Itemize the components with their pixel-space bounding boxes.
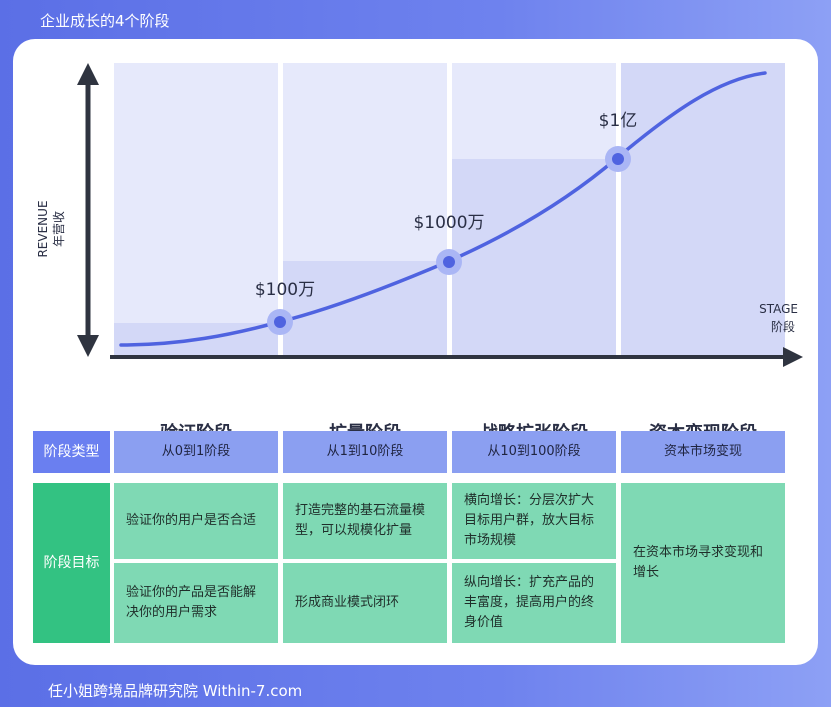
growth-chart: REVENUE 年营收 STAGE 阶段 $100万 $1000万 $1亿 xyxy=(36,63,803,367)
milestone-label-1: $100万 xyxy=(255,280,315,300)
goal-cell-3a: 横向增长：分层次扩大目标用户群，放大目标市场规模 xyxy=(452,483,616,559)
stage-fill-3 xyxy=(452,159,616,355)
y-axis-label-en: REVENUE xyxy=(36,200,50,257)
goal-cell-1a: 验证你的用户是否合适 xyxy=(114,483,278,559)
y-axis-label-zh: 年营收 xyxy=(52,211,66,247)
goal-row-header: 阶段目标 xyxy=(33,483,110,643)
stage-fill-4 xyxy=(621,63,785,355)
x-axis-arrow xyxy=(783,347,803,367)
milestone-3: $1亿 xyxy=(599,111,638,172)
type-cell-4: 资本市场变现 xyxy=(621,431,785,473)
milestone-label-3: $1亿 xyxy=(599,111,638,131)
type-cell-3: 从10到100阶段 xyxy=(452,431,616,473)
type-cell-1: 从0到1阶段 xyxy=(114,431,278,473)
y-axis-arrow-bottom xyxy=(77,335,99,357)
milestone-2: $1000万 xyxy=(413,213,485,275)
footer-brand: 任小姐跨境品牌研究院 Within-7.com xyxy=(48,682,303,700)
milestone-label-2: $1000万 xyxy=(413,213,484,233)
y-axis-arrow-top xyxy=(77,63,99,85)
goal-cell-2a: 打造完整的基石流量模型，可以规模化扩量 xyxy=(283,483,447,559)
stage-fill-2 xyxy=(283,261,447,355)
type-cell-2: 从1到10阶段 xyxy=(283,431,447,473)
goal-cell-4: 在资本市场寻求变现和增长 xyxy=(621,483,785,643)
goal-cell-1b: 验证你的产品是否能解决你的用户需求 xyxy=(114,563,278,643)
goal-cell-3b: 纵向增长：扩充产品的丰富度，提高用户的终身价值 xyxy=(452,563,616,643)
x-axis-label-en: STAGE xyxy=(759,302,798,316)
goal-cell-2b: 形成商业模式闭环 xyxy=(283,563,447,643)
page-title: 企业成长的4个阶段 xyxy=(40,12,170,30)
milestone-1: $100万 xyxy=(255,280,315,335)
content-card: REVENUE 年营收 STAGE 阶段 $100万 $1000万 $1亿 验证… xyxy=(13,39,818,665)
stage-band-1 xyxy=(114,63,278,355)
x-axis-label-zh: 阶段 xyxy=(771,319,795,334)
type-row-header: 阶段类型 xyxy=(33,431,110,473)
